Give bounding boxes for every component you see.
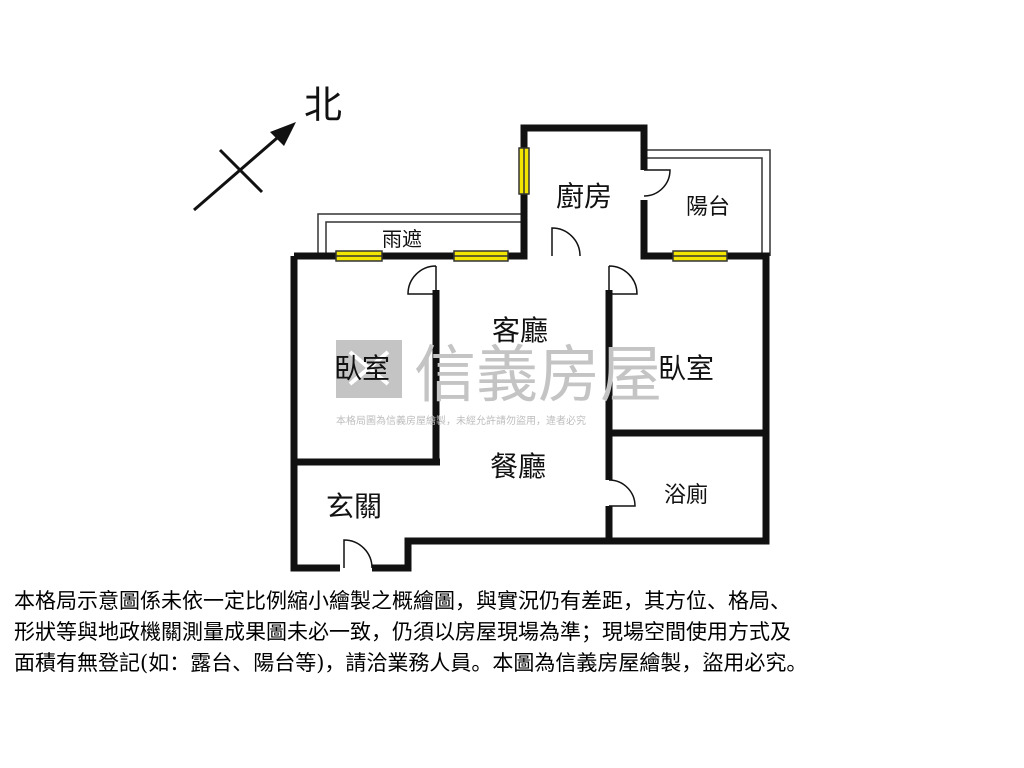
compass-label: 北 bbox=[304, 83, 342, 127]
label-bedroom-left: 臥室 bbox=[334, 352, 390, 385]
doors bbox=[340, 169, 671, 572]
label-bathroom: 浴廁 bbox=[664, 483, 708, 508]
watermark-brand: 信義房屋 bbox=[414, 338, 662, 411]
canopy-outline bbox=[317, 213, 522, 256]
disclaimer-line: 本格局示意圖係未依一定比例縮小繪製之概繪圖，與實況仍有差距，其方位、格局、 bbox=[14, 589, 791, 613]
balcony-outline bbox=[645, 149, 771, 256]
disclaimer-line: 形狀等與地政機關測量成果圖未必一致，仍須以房屋現場為準；現場空間使用方式及 bbox=[14, 620, 791, 644]
watermark: 信義房屋 本格局圖為信義房屋繪製，未經允許請勿盜用，違者必究 bbox=[336, 338, 662, 427]
door-kitchen bbox=[551, 227, 581, 257]
watermark-logo-icon bbox=[336, 340, 402, 398]
windows bbox=[335, 147, 728, 262]
door-bedroom-right bbox=[608, 265, 638, 295]
label-dining-room: 餐廳 bbox=[490, 450, 546, 483]
door-bedroom-left bbox=[407, 265, 437, 295]
label-bedroom-right: 臥室 bbox=[658, 352, 714, 385]
label-canopy: 雨遮 bbox=[382, 227, 422, 251]
door-bathroom bbox=[608, 479, 636, 507]
floor-plan: 北 bbox=[193, 83, 771, 572]
north-compass: 北 bbox=[193, 83, 342, 212]
disclaimer-text: 本格局示意圖係未依一定比例縮小繪製之概繪圖，與實況仍有差距，其方位、格局、 形狀… bbox=[14, 586, 1014, 679]
label-kitchen: 廚房 bbox=[556, 180, 612, 213]
label-balcony: 陽台 bbox=[686, 195, 730, 220]
door-balcony bbox=[643, 169, 671, 197]
label-entrance: 玄關 bbox=[326, 490, 382, 523]
disclaimer-line: 面積有無登記(如：露台、陽台等)，請洽業務人員。本圖為信義房屋繪製，盜用必究。 bbox=[14, 651, 808, 675]
label-living-room: 客廳 bbox=[492, 314, 548, 347]
door-entrance bbox=[343, 539, 373, 569]
watermark-notice: 本格局圖為信義房屋繪製，未經允許請勿盜用，違者必究 bbox=[336, 414, 586, 427]
